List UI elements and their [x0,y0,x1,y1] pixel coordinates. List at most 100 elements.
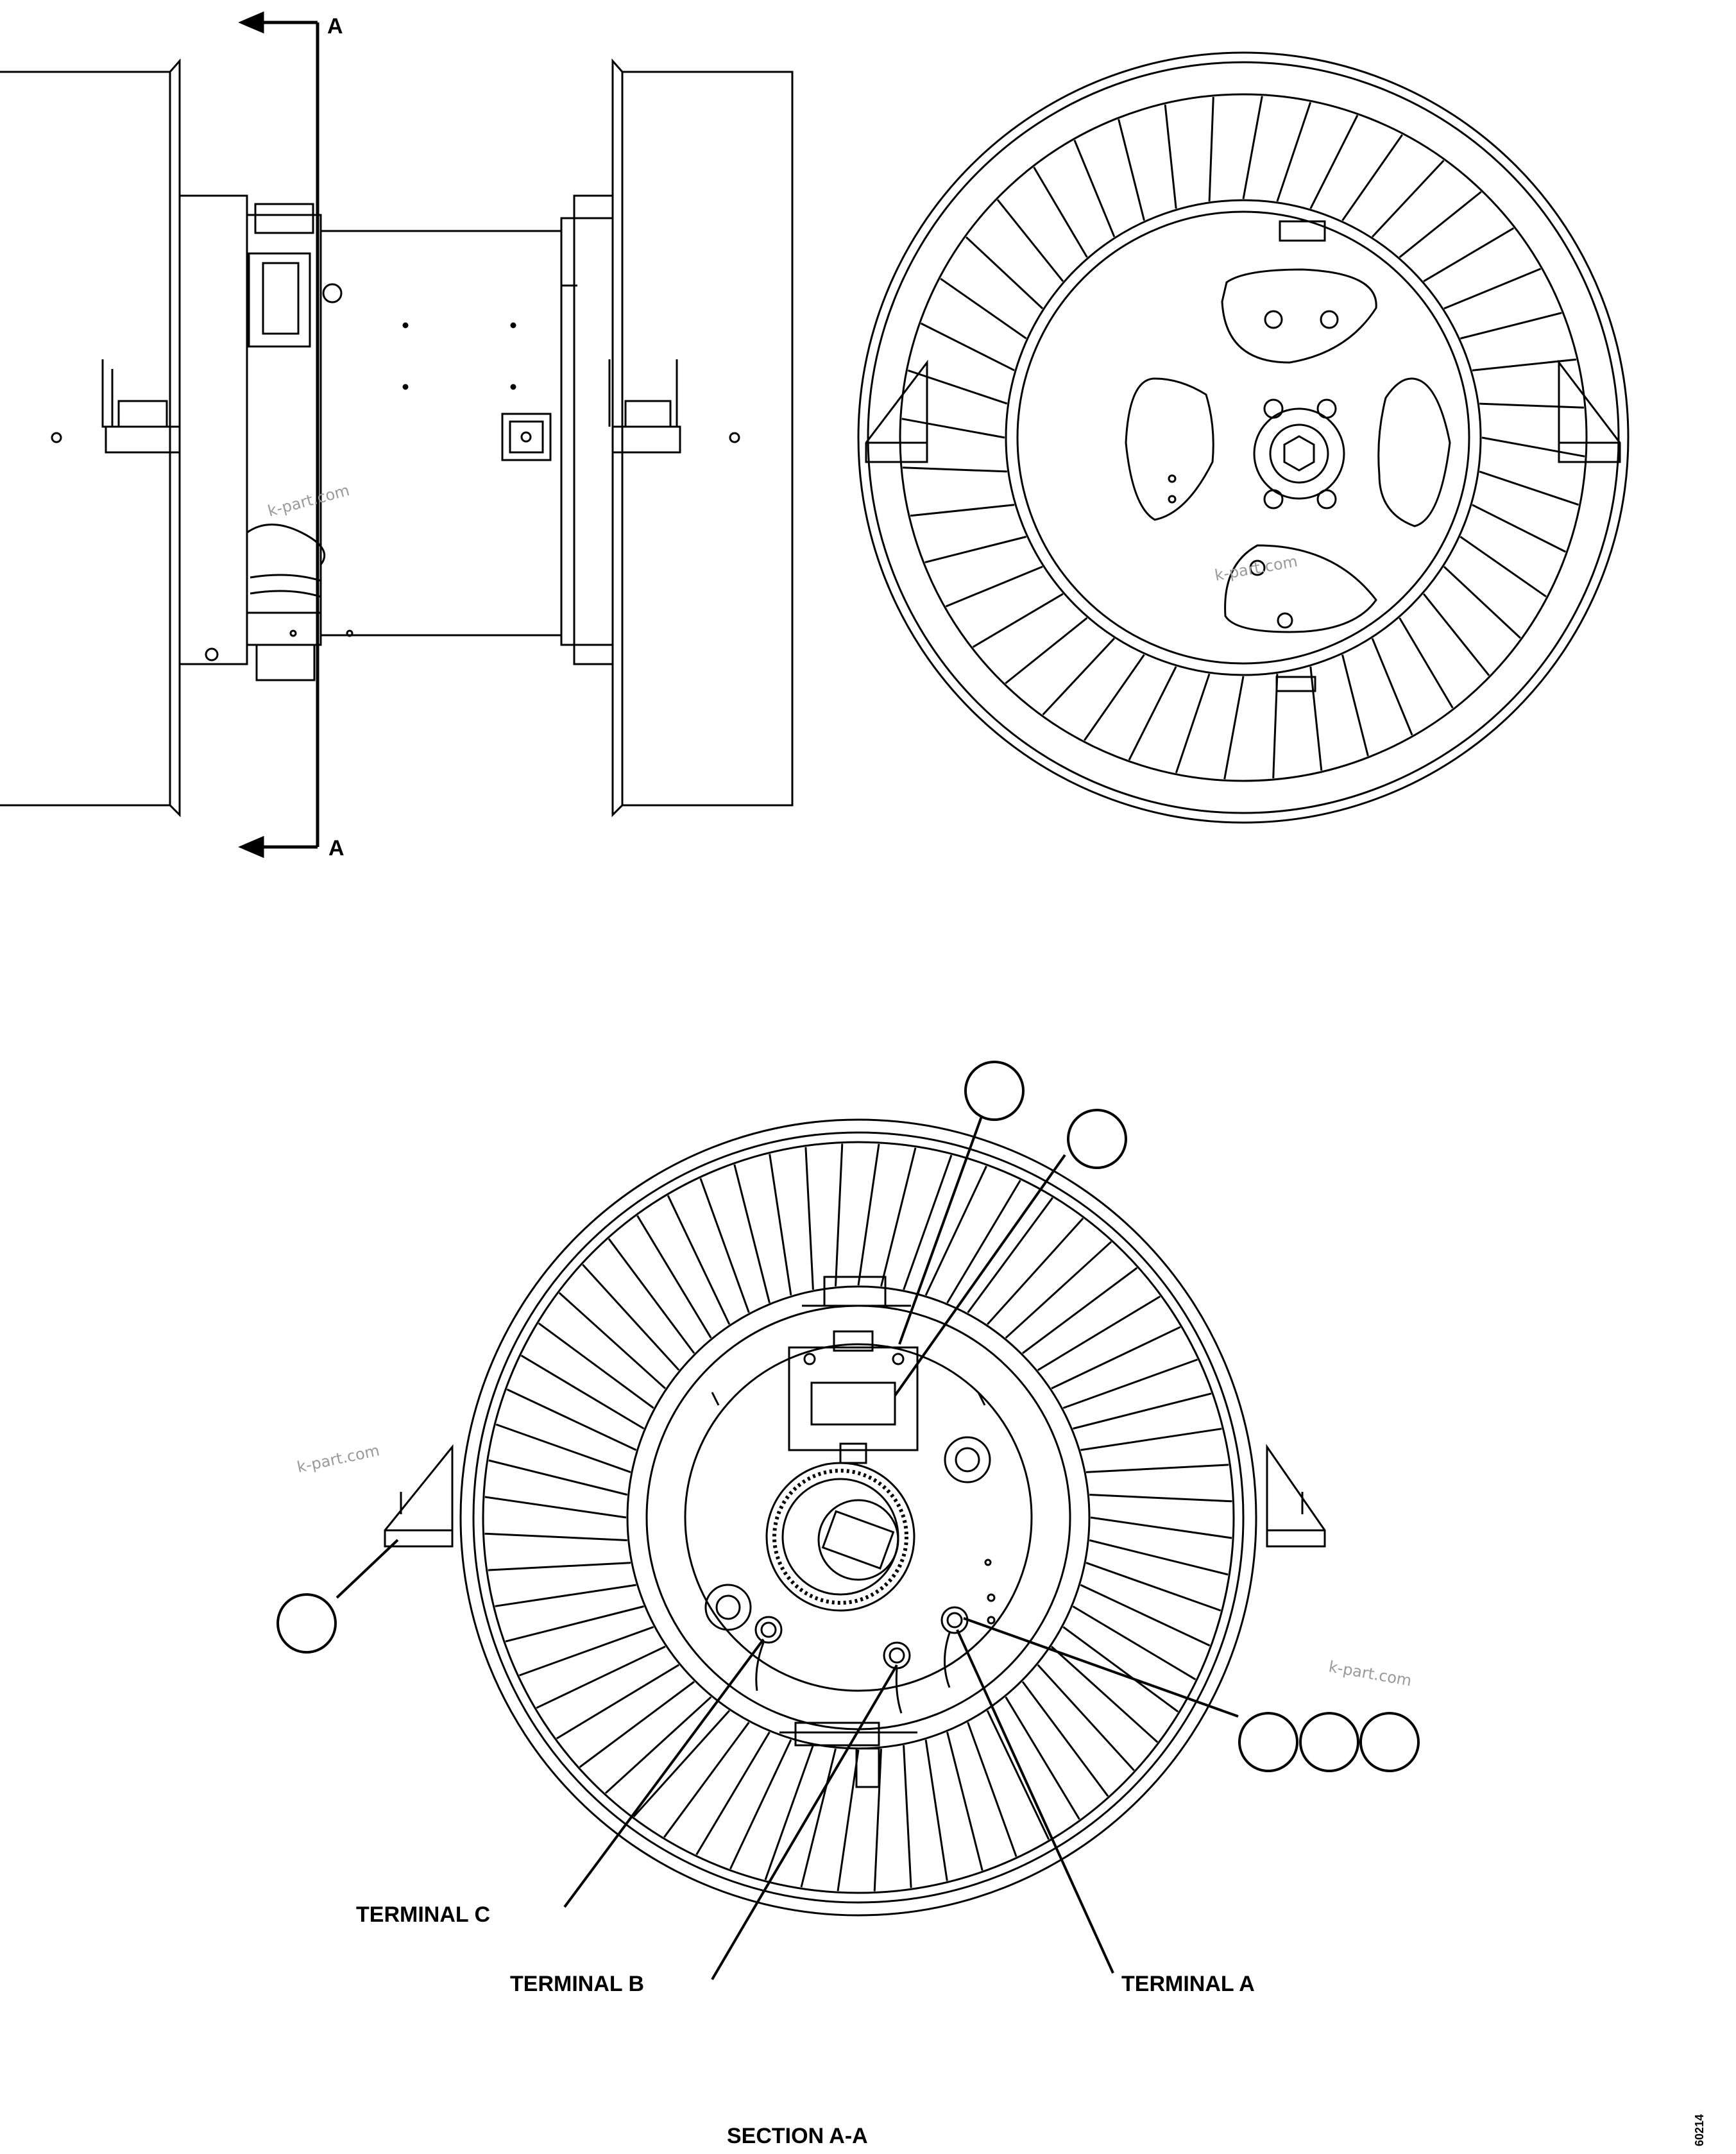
front-fin [1033,166,1088,258]
right-mount-foot [1558,359,1621,463]
left-hub-block [178,194,248,665]
section-fin [538,1322,654,1409]
lobe-bottom [1224,544,1377,633]
terminal-c-stud [754,1616,783,1644]
section-fin [518,1626,654,1677]
terminal-b-label: TERMINAL B [510,1972,644,1996]
brush-block [788,1346,919,1451]
watermark-3: k-part.com [295,1441,381,1476]
leader-3 [963,1617,1239,1718]
section-fin [1051,1326,1181,1390]
section-fin [880,1147,917,1287]
section-fin [903,1745,912,1888]
section-fin [1072,1605,1196,1680]
lower-coil [246,524,326,614]
side-view [0,11,794,859]
front-fin [1309,666,1323,771]
section-outer-rim [459,1118,1257,1917]
section-fin [536,1645,666,1709]
section-left-foot [384,1444,454,1548]
front-fin [1242,96,1263,200]
leader-terminal-b [711,1664,898,1981]
section-fin [946,1179,1021,1304]
section-arrow-bottom [238,835,264,859]
section-arrow-top [238,11,264,34]
section-fin [484,1496,627,1519]
right-hub-block [560,217,614,646]
section-fin [873,1748,882,1892]
front-outer-rim [857,51,1630,824]
front-fin [1479,470,1579,506]
front-fin [1175,673,1211,774]
callout-balloon-5 [1238,1712,1298,1772]
callout-balloon-1 [964,1061,1025,1121]
section-fin [633,1709,731,1818]
front-fin [966,236,1044,309]
front-inner-plate [1005,199,1482,676]
front-fin [1399,617,1454,709]
front-fin [972,593,1064,648]
front-fin [1479,402,1584,409]
terminal-b-stud [883,1641,911,1670]
front-fin [1005,617,1088,685]
watermark-1: k-part.com [266,481,351,520]
terminal-a-stud [940,1606,969,1634]
front-fin [1341,134,1403,221]
section-fin [699,1177,750,1313]
section-fin [733,1164,770,1303]
lobe-left [1125,377,1214,521]
section-fin [556,1664,679,1739]
section-fin [1089,1494,1232,1503]
front-fin [1042,637,1115,715]
section-fin [484,1532,627,1541]
section-fin [967,1197,1053,1313]
section-fin [1085,1464,1229,1473]
leader-terminal-c [563,1638,765,1908]
front-fin [1084,654,1145,741]
left-flange [0,58,181,817]
section-fin [967,1722,1017,1858]
center-shaft [817,1499,899,1581]
front-fin [1423,227,1515,282]
front-fin [1128,666,1177,761]
section-fin [1037,1295,1161,1371]
top-connector [248,252,311,348]
front-fin [901,418,1005,439]
section-fin [495,1423,631,1473]
section-fin [582,1263,680,1371]
front-fin [1341,654,1369,756]
section-fin [579,1680,695,1768]
section-fin [986,1217,1084,1326]
leader-1 [898,1116,983,1345]
watermark-2: k-part.com [1213,552,1299,585]
section-fin [769,1154,792,1295]
section-fin [608,1238,695,1354]
front-fin [1276,101,1312,202]
section-fin [1090,1516,1232,1539]
section-right-foot [1266,1444,1326,1548]
front-fin [1118,119,1145,221]
section-fin [924,1165,987,1296]
section-fin [1080,1428,1222,1451]
left-mount-foot [865,359,928,463]
section-fin [667,1195,731,1325]
section-fin [636,1215,712,1338]
section-fin [1085,1562,1221,1612]
section-fin [1073,1392,1212,1430]
front-fin [1399,191,1482,259]
section-mark-bottom: A [328,836,345,860]
front-fin [920,322,1015,372]
left-bracket [105,425,181,454]
callout-balloon-2 [1067,1109,1127,1169]
terminal-a-label: TERMINAL A [1121,1972,1255,1996]
front-fin [1443,268,1542,310]
section-mark-top: A [327,14,343,38]
terminal-c-label: TERMINAL C [356,1902,490,1927]
junction-box [501,413,552,461]
section-fin [1089,1539,1229,1576]
front-fin [1460,312,1562,339]
front-fin [924,536,1026,563]
section-fin [1062,1358,1198,1409]
front-fin [1164,104,1177,209]
front-fin [1208,97,1214,201]
